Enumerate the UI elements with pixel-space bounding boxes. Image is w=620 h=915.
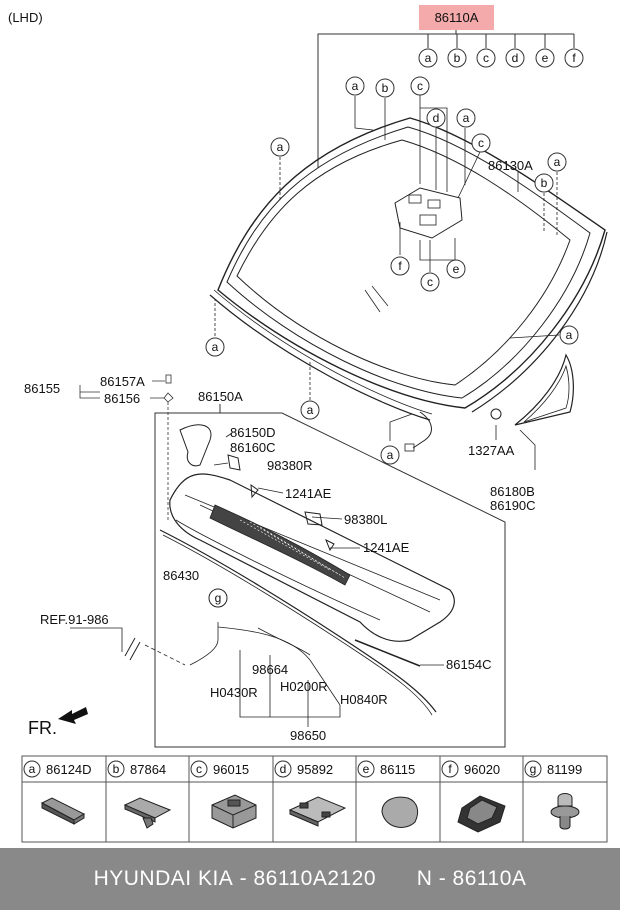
sub-letter-a: a bbox=[425, 51, 432, 65]
legend-letter-f: f bbox=[448, 762, 452, 776]
label-86150D[interactable]: 86150D bbox=[230, 425, 276, 440]
svg-text:c: c bbox=[417, 79, 423, 93]
legend-part-b[interactable]: 87864 bbox=[130, 762, 166, 777]
sub-letter-b: b bbox=[454, 51, 461, 65]
callout-g: g bbox=[215, 591, 222, 605]
legend-part-g[interactable]: 81199 bbox=[547, 762, 582, 777]
main-part-bracket bbox=[317, 33, 575, 168]
label-98380R[interactable]: 98380R bbox=[267, 458, 313, 473]
legend-part-a[interactable]: 86124D bbox=[46, 762, 92, 777]
svg-text:a: a bbox=[352, 79, 359, 93]
svg-text:a: a bbox=[387, 448, 394, 462]
footer-part-number: 86110A2120 bbox=[253, 867, 377, 890]
label-86150A[interactable]: 86150A bbox=[198, 389, 243, 404]
label-86160C[interactable]: 86160C bbox=[230, 440, 276, 455]
sub-letter-e: e bbox=[542, 51, 549, 65]
svg-text:c: c bbox=[427, 275, 433, 289]
push-clip-icon bbox=[550, 793, 580, 830]
svg-text:e: e bbox=[453, 262, 460, 276]
label-86154C[interactable]: 86154C bbox=[446, 657, 492, 672]
windshield-drawing bbox=[209, 88, 608, 452]
svg-text:a: a bbox=[566, 328, 573, 342]
legend-table bbox=[21, 755, 608, 843]
label-86130A[interactable]: 86130A bbox=[488, 158, 533, 173]
svg-text:f: f bbox=[398, 259, 402, 273]
svg-text:a: a bbox=[212, 340, 219, 354]
front-arrow-icon bbox=[58, 707, 88, 724]
svg-text:b: b bbox=[382, 81, 389, 95]
svg-text:c: c bbox=[478, 136, 484, 150]
fastener-group bbox=[79, 374, 174, 520]
sub-letter-row: a b c d e f bbox=[418, 48, 584, 68]
label-ref[interactable]: REF.91-986 bbox=[40, 612, 109, 627]
front-label: FR. bbox=[28, 718, 57, 738]
sub-letter-d: d bbox=[512, 51, 519, 65]
legend-part-e[interactable]: 86115 bbox=[380, 762, 415, 777]
legend-letter-circle-a bbox=[23, 760, 41, 778]
label-H0840R[interactable]: H0840R bbox=[340, 692, 388, 707]
svg-text:a: a bbox=[463, 111, 470, 125]
main-part-highlight bbox=[419, 5, 494, 30]
legend-cells: a 86124D b 87864 c 96015 d 95892 e 86115 f 96020 g 81… bbox=[23, 760, 582, 778]
windshield-callout-letters: a b c d a c a a b a a a a f c e bbox=[212, 79, 573, 462]
legend-letter-e: e bbox=[363, 762, 370, 776]
label-98650[interactable]: 98650 bbox=[290, 728, 326, 743]
svg-text:a: a bbox=[277, 140, 284, 154]
legend-letter-d: d bbox=[280, 762, 287, 776]
label-86155[interactable]: 86155 bbox=[24, 381, 60, 396]
label-86157A[interactable]: 86157A bbox=[100, 374, 145, 389]
footer-brand: HYUNDAI KIA bbox=[93, 867, 234, 890]
svg-text:b: b bbox=[541, 176, 548, 190]
footer-ref: N - 86110A bbox=[416, 867, 527, 890]
legend-letter-a: a bbox=[29, 762, 36, 776]
pad-icon bbox=[381, 796, 419, 828]
legend-letter-c: c bbox=[196, 762, 202, 776]
footer-text: HYUNDAI KIA - 86110A2120 N - 86110A bbox=[0, 848, 620, 910]
sub-letter-f: f bbox=[572, 51, 576, 65]
svg-text:d: d bbox=[433, 111, 440, 125]
label-86180B[interactable]: 86180B bbox=[490, 484, 535, 499]
label-H0430R[interactable]: H0430R bbox=[210, 685, 258, 700]
label-86430[interactable]: 86430 bbox=[163, 568, 199, 583]
mesh-cover-icon bbox=[457, 795, 506, 833]
svg-text:a: a bbox=[554, 155, 561, 169]
legend-letter-circle-e bbox=[357, 760, 375, 778]
legend-letter-g: g bbox=[530, 762, 537, 776]
footer-bar: HYUNDAI KIA - 86110A2120 N - 86110A bbox=[0, 848, 620, 910]
label-98380L[interactable]: 98380L bbox=[344, 512, 387, 527]
legend-part-c[interactable]: 96015 bbox=[213, 762, 249, 777]
label-86190C[interactable]: 86190C bbox=[490, 498, 536, 513]
legend-part-f[interactable]: 96020 bbox=[464, 762, 500, 777]
label-1327AA[interactable]: 1327AA bbox=[468, 443, 515, 458]
sensor-bracket-icon bbox=[211, 794, 257, 829]
mount-bracket-icon bbox=[288, 796, 347, 827]
label-1241AE-a[interactable]: 1241AE bbox=[285, 486, 332, 501]
legend-letter-b: b bbox=[113, 762, 120, 776]
legend-letter-circle-f bbox=[441, 760, 459, 778]
label-H0200R[interactable]: H0200R bbox=[280, 679, 328, 694]
wedge-block-icon bbox=[40, 797, 86, 825]
legend-letter-circle-c bbox=[190, 760, 208, 778]
legend-letter-circle-d bbox=[274, 760, 292, 778]
legend-letter-circle-g bbox=[524, 760, 542, 778]
label-86156[interactable]: 86156 bbox=[104, 391, 140, 406]
cowl-panel-drawing bbox=[70, 424, 455, 727]
windshield-callouts bbox=[205, 76, 579, 465]
cowl-assembly-frame bbox=[154, 412, 506, 748]
legend-part-d[interactable]: 95892 bbox=[297, 762, 333, 777]
svg-text:a: a bbox=[307, 403, 314, 417]
main-part-label[interactable]: 86110A bbox=[435, 10, 479, 25]
sub-letter-c: c bbox=[483, 51, 489, 65]
quarter-molding-drawing bbox=[490, 353, 574, 470]
clip-plate-icon bbox=[123, 797, 172, 829]
label-1241AE-b[interactable]: 1241AE bbox=[363, 540, 410, 555]
legend-letter-circle-b bbox=[107, 760, 125, 778]
label-98664[interactable]: 98664 bbox=[252, 662, 288, 677]
variant-label: (LHD) bbox=[8, 10, 43, 25]
